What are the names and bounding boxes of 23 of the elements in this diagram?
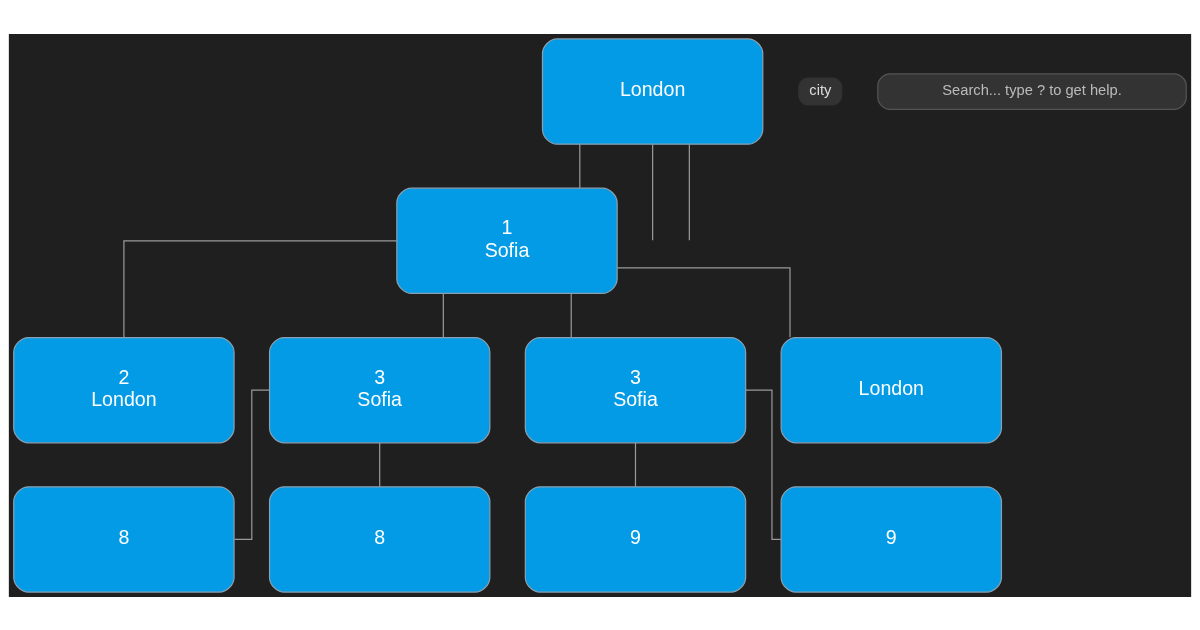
connector: [233, 389, 270, 540]
node-box: 3 Sofia: [268, 336, 491, 443]
node-box: 9: [524, 485, 747, 593]
connector: [616, 266, 791, 338]
connector: [745, 389, 782, 540]
node-box: London: [541, 37, 764, 145]
connector: [579, 143, 581, 189]
node-box: London: [780, 336, 1003, 443]
connector: [570, 292, 572, 338]
node-box: 9: [780, 485, 1003, 593]
connector: [442, 292, 444, 338]
node-box: 8: [13, 485, 235, 593]
label: Search... type ? to get help.: [942, 81, 1122, 98]
connector: [688, 143, 690, 241]
node-box: 1 Sofia: [396, 187, 618, 294]
label: city: [809, 81, 832, 98]
connector: [652, 143, 654, 241]
connector: [123, 239, 398, 338]
node-box: 8: [268, 485, 491, 593]
connector: [379, 441, 381, 487]
connector: [634, 441, 637, 487]
node-box: 2 London: [13, 336, 235, 443]
node-box: 3 Sofia: [524, 336, 747, 443]
